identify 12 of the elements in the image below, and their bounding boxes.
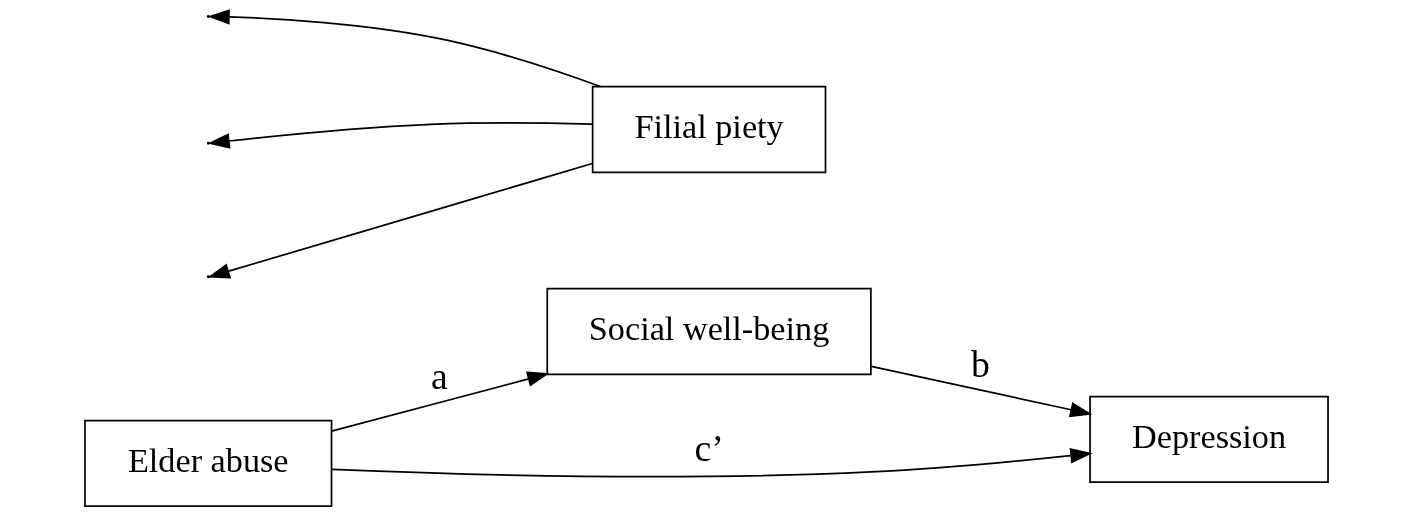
node-box: Filial piety [591, 85, 827, 173]
edge-label: a [431, 354, 448, 397]
node-box: Elder abuse [84, 419, 333, 507]
node-box: Depression [1089, 395, 1329, 483]
arrow [870, 365, 1093, 417]
edge-label: b [971, 342, 990, 385]
node-box: Social well-being [546, 287, 872, 375]
arrow [207, 8, 602, 87]
edge-label: c’ [694, 426, 724, 469]
arrow [330, 371, 550, 432]
arrow [331, 447, 1093, 477]
arrow [207, 162, 594, 279]
